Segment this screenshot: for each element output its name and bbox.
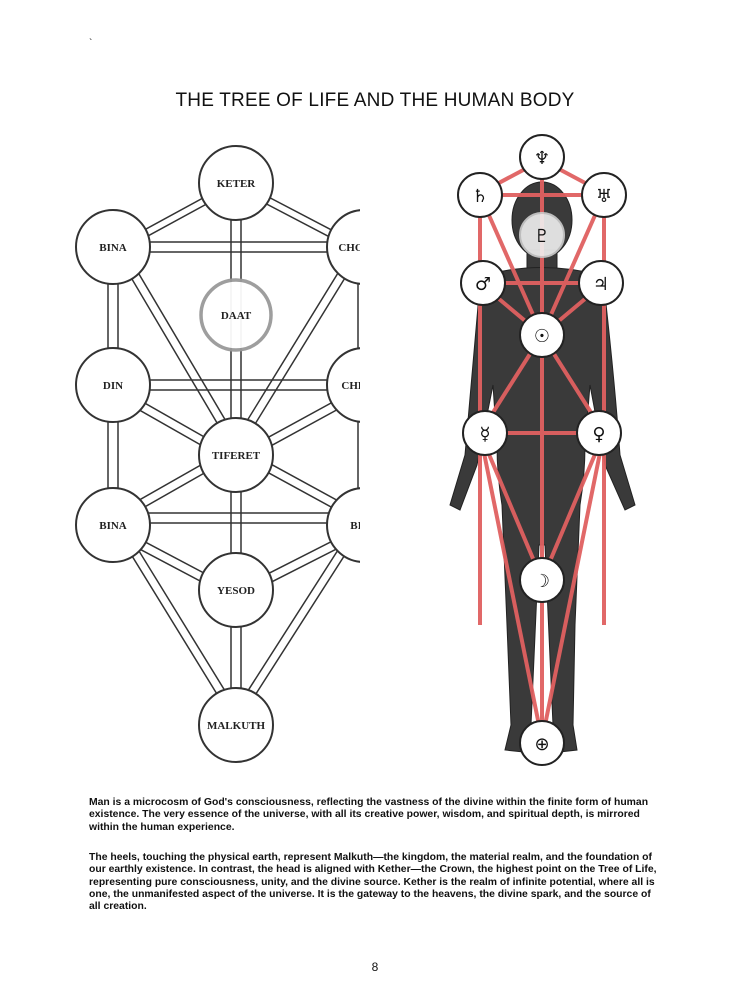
planet-circles (457, 134, 627, 766)
page-title: THE TREE OF LIFE AND THE HUMAN BODY (175, 90, 575, 111)
label-bina-top: BINA (99, 242, 127, 254)
tree-of-life-diagram: KETER BINA CHOCMA DAAT DIN CHESED TIFERE… (75, 145, 360, 763)
label-keter: KETER (217, 178, 257, 190)
sephirot-circles (75, 145, 360, 763)
venus-circle (576, 410, 622, 456)
earth-icon: ⊕ (534, 734, 549, 755)
mars-circle (460, 260, 506, 306)
uranus-icon: ♅ (596, 186, 612, 207)
paragraph-malkuth-kether: The heels, touching the physical earth, … (89, 852, 657, 913)
label-daat: DAAT (221, 310, 252, 322)
paragraph-microcosm: Man is a microcosm of God's consciousnes… (89, 797, 649, 833)
node-tiferet (198, 417, 274, 493)
node-chesed (326, 347, 360, 423)
mercury-icon: ☿ (479, 424, 490, 445)
label-tiferet: TIFERET (212, 450, 261, 462)
label-bina-left: BINA (99, 520, 127, 532)
node-din (75, 347, 151, 423)
earth-circle (519, 720, 565, 766)
node-yesod (198, 552, 274, 628)
human-body-figure: ♆ ♄ ♅ ♇ ♂ ♃ ☉ ☿ ♀ ☽ ⊕ (449, 134, 636, 766)
label-malkuth: MALKUTH (207, 720, 266, 732)
node-bina-top (75, 209, 151, 285)
label-bina-right: BINA (350, 520, 360, 532)
moon-circle (519, 557, 565, 603)
jupiter-icon: ♃ (593, 274, 609, 295)
label-din: DIN (103, 380, 123, 392)
label-chesed: CHESED (341, 380, 360, 392)
sun-circle (519, 312, 565, 358)
node-malkuth (198, 687, 274, 763)
neptune-icon: ♆ (534, 148, 550, 169)
moon-icon: ☽ (534, 571, 550, 592)
sun-icon: ☉ (534, 326, 550, 347)
neptune-circle (519, 134, 565, 180)
node-bina-left (75, 487, 151, 563)
mars-icon: ♂ (475, 274, 491, 295)
node-daat (199, 278, 273, 352)
uranus-circle (581, 172, 627, 218)
jupiter-circle (578, 260, 624, 306)
node-keter (198, 145, 274, 221)
pluto-icon: ♇ (534, 226, 550, 247)
mercury-circle (462, 410, 508, 456)
saturn-icon: ♄ (472, 186, 488, 207)
label-yesod: YESOD (217, 585, 255, 597)
label-chocma: CHOCMA (338, 242, 360, 254)
pluto-circle (519, 212, 565, 258)
page-number: 8 (371, 960, 379, 974)
stray-mark: ` (89, 38, 93, 49)
saturn-circle (457, 172, 503, 218)
node-bina-right (326, 487, 360, 563)
node-chocma (326, 209, 360, 285)
venus-icon: ♀ (592, 424, 605, 445)
